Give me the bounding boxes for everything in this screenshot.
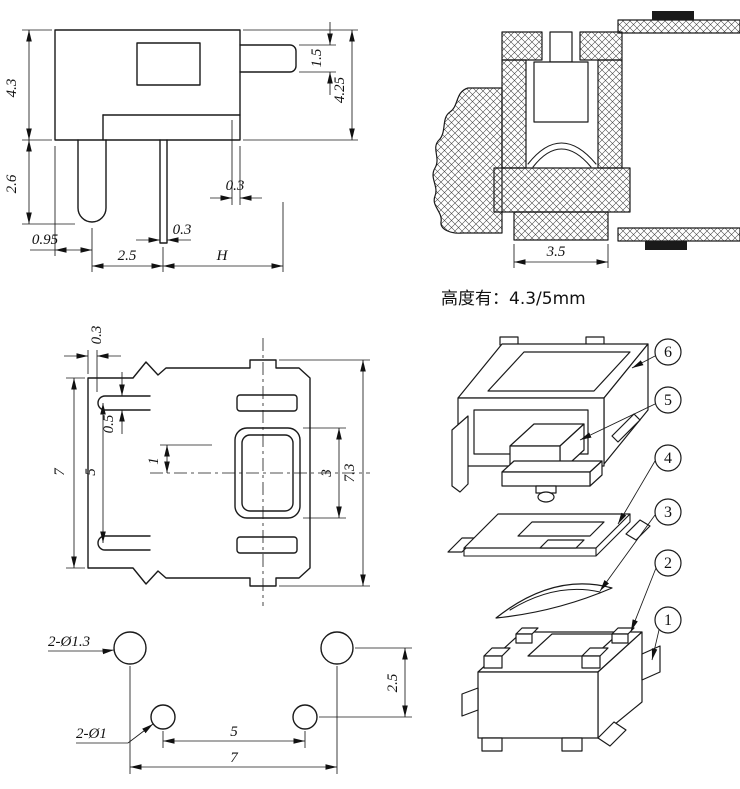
dim-5-pitch: 5 [230,724,238,740]
callout-circle-1 [654,606,682,634]
dim-7-pitch: 7 [230,750,239,766]
callout-leaders [579,355,660,661]
plate-slot [517,521,605,537]
base-right-terminal [641,645,661,681]
part-bracket-plate [447,513,651,557]
dim-3: 3 [319,469,335,478]
bottom-rail [617,227,740,242]
footprint-text: 2-Ø1.3 2-Ø1 2.5 5 7 [48,634,401,766]
top-view-pin-lower [97,535,151,551]
dim-0-3-step: 0.3 [226,178,245,194]
terminal-hole-small-left [150,704,176,730]
callout-circle-4 [654,444,682,472]
side-view-dimension-lines [22,22,358,272]
side-view-outline [54,29,297,244]
top-view: 0.3 0.5 5 7 1 3 7.3 [52,326,370,606]
callout-circle-6 [654,338,682,366]
top-rail-boss [652,11,694,20]
dim-0-95: 0.95 [32,232,59,248]
bottom-rail-boss [645,241,687,250]
base-nub-right [581,655,601,669]
footprint-dimension-lines [48,647,412,774]
cover-top-opening [487,351,631,392]
section-rails [617,11,740,250]
callout-circle-5 [654,386,682,414]
top-rail [617,19,740,34]
dome-section [527,142,597,168]
terminal-slot-lower [236,536,298,554]
button-nub [537,491,555,503]
footprint-view: 2-Ø1.3 2-Ø1 2.5 5 7 [48,631,412,774]
dim-5-span: 5 [83,468,99,476]
plunger-section [533,31,589,123]
terminal-hole-small-right [292,704,318,730]
part-button [501,423,603,503]
switch-body-top [87,359,311,587]
cover-left-leg [451,415,469,493]
top-view-dimension-lines [64,350,370,587]
knob-section [432,87,503,234]
side-view-dimension-text: 4.3 2.6 0.95 2.5 H 0.3 0.3 1.5 4.25 [4,48,348,264]
label-small-holes: 2-Ø1 [76,726,107,742]
top-view-centerlines [150,338,370,606]
callout-num-3: 3 [664,504,672,521]
mounting-hole-large-left [113,631,147,665]
dim-H: H [216,248,229,264]
dim-0-3-pin: 0.3 [173,222,192,238]
center-pin [159,139,168,244]
base-side-foot [597,721,627,747]
footprint-holes [113,631,354,730]
top-view-dimension-text: 0.3 0.5 5 7 1 3 7.3 [52,326,358,483]
part-base-housing [461,627,661,752]
dim-2-5: 2.5 [118,248,137,264]
actuator-inner [241,434,294,512]
dim-0-3-gap: 0.3 [89,326,105,345]
callout-num-1: 1 [664,612,672,629]
section-view: 3.5 高度有：4.3/5mm [432,11,740,309]
actuator-window [136,42,201,86]
dim-7-3: 7.3 [342,464,358,483]
callout-circle-2 [654,549,682,577]
switch-body-side [54,29,241,141]
callout-circle-3 [654,498,682,526]
plate-notch [539,539,585,549]
plate-right-tab [625,519,651,541]
base-front-face [477,671,599,739]
dim-2-6: 2.6 [4,174,20,193]
base-foot-left [481,737,503,752]
section-dimension-lines [513,244,609,268]
dim-1: 1 [146,457,162,465]
side-view: 4.3 2.6 0.95 2.5 H 0.3 0.3 1.5 4.25 [4,22,358,272]
dim-3-5: 3.5 [546,244,566,260]
callout-num-5: 5 [664,392,672,409]
plunger-cap-section [533,61,589,123]
base-nub-left [483,655,503,669]
callout-num-4: 4 [664,450,672,467]
terminal-slot-upper [236,394,298,412]
actuator-outer [234,427,301,519]
part-dome-contact [495,583,613,619]
top-view-pin-upper [97,395,151,411]
base-foot-right [561,737,583,752]
housing-section [493,31,631,241]
callout-num-6: 6 [664,344,672,361]
plunger-stem-section [549,31,573,63]
dim-4-3: 4.3 [4,79,20,98]
dim-2-5-rows: 2.5 [385,673,401,692]
height-note: 高度有：4.3/5mm [441,289,586,309]
dim-1-5: 1.5 [309,48,325,67]
dim-4-25: 4.25 [332,76,348,103]
dim-7-width: 7 [52,467,68,476]
mounting-hole-large-right [320,631,354,665]
cover-side-clip [611,413,641,443]
left-terminal-leg [77,139,107,223]
callout-num-2: 2 [664,555,672,572]
dim-0-5: 0.5 [101,414,117,433]
base-left-terminal [461,687,479,717]
plunger [239,44,297,73]
label-large-holes: 2-Ø1.3 [48,634,90,650]
callout-circles: 6 5 4 3 2 1 [654,338,682,634]
exploded-view: 6 5 4 3 2 1 [447,336,682,752]
